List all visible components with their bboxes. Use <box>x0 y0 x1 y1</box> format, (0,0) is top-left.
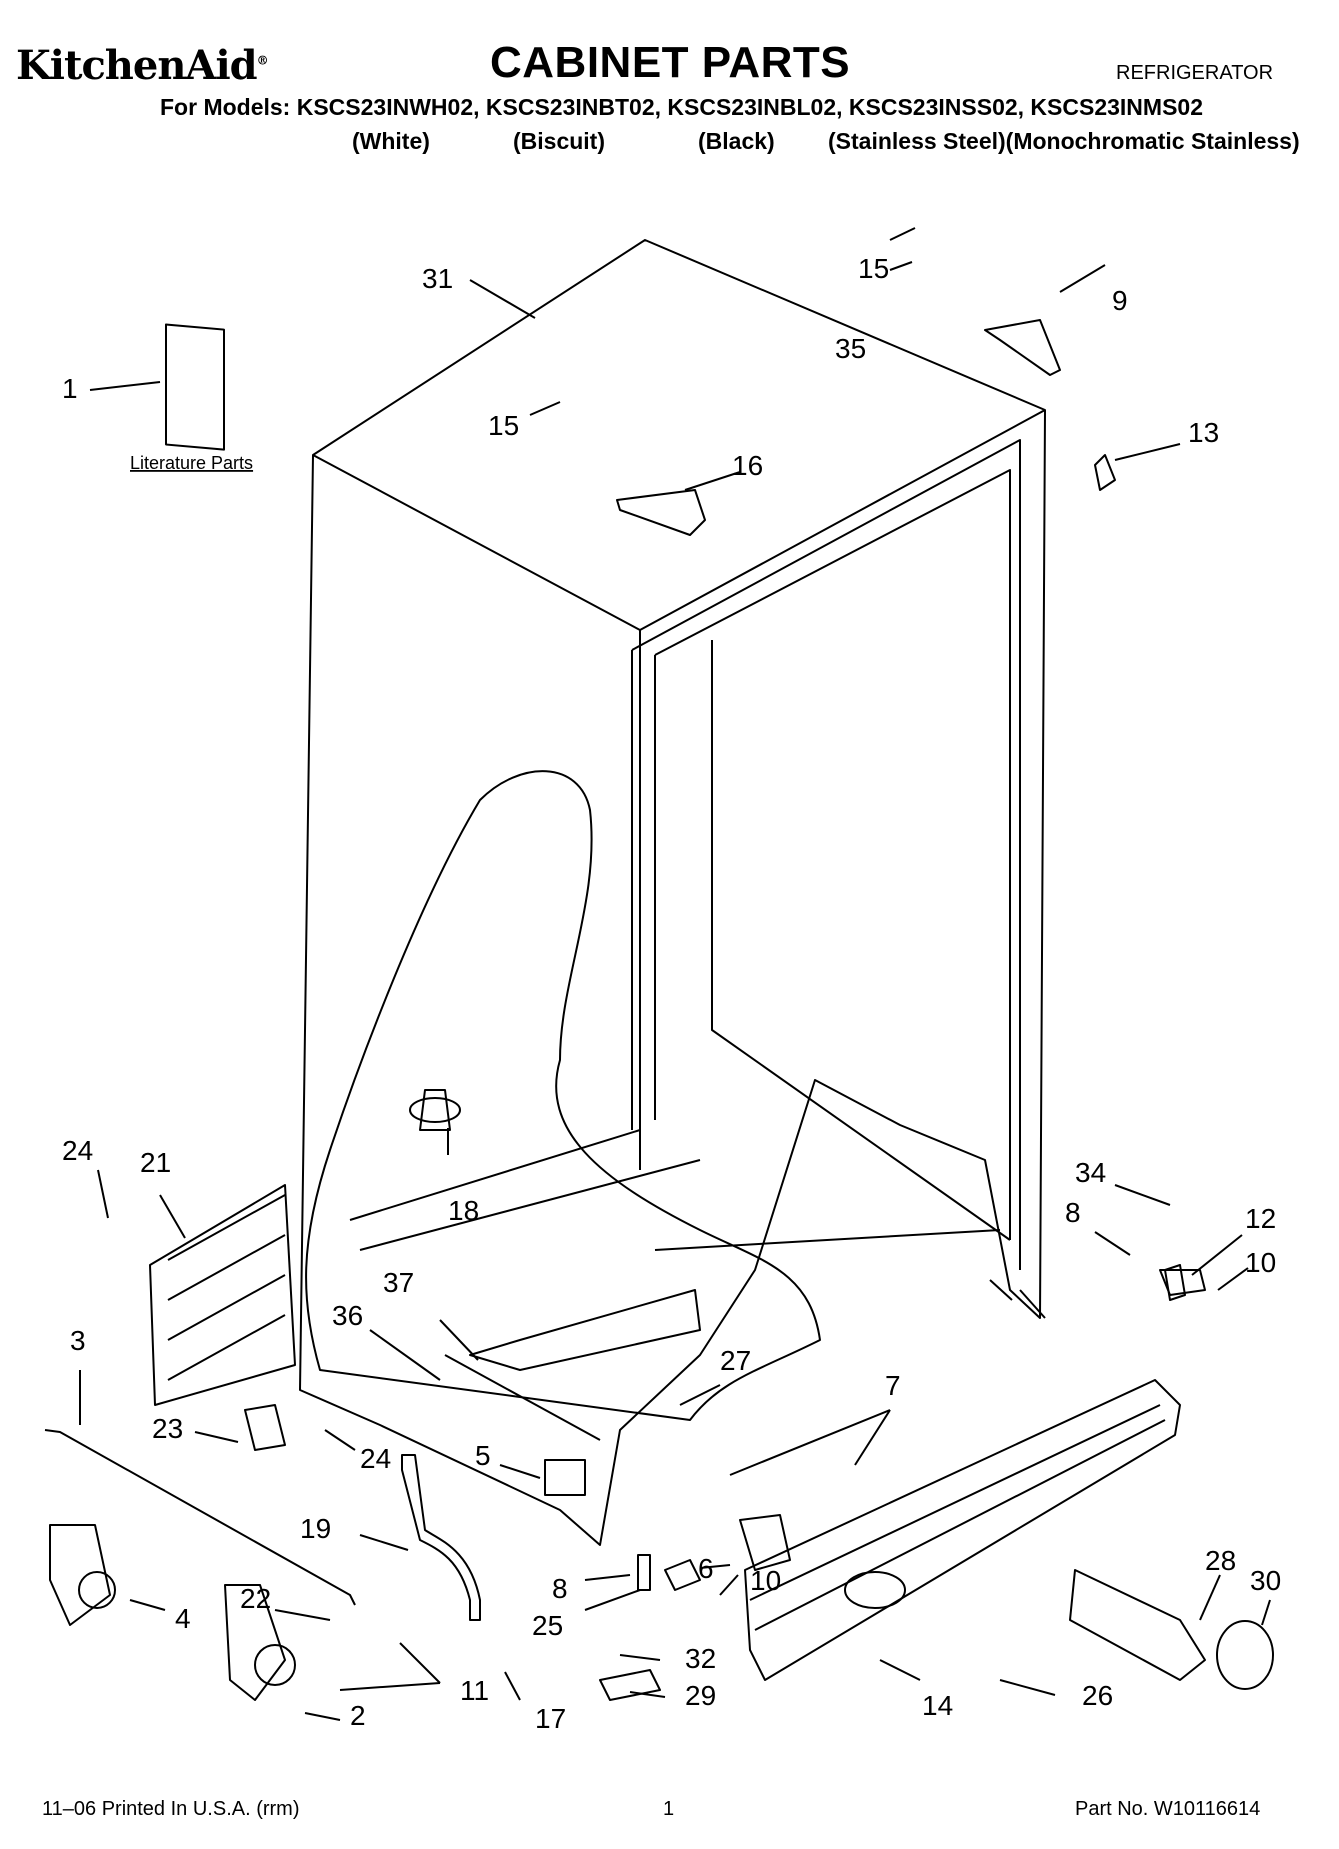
callout-14: 14 <box>922 1690 953 1721</box>
callout-15-mid: 15 <box>488 410 519 441</box>
page-number: 1 <box>663 1798 675 1820</box>
callout-6: 6 <box>698 1553 714 1584</box>
callout-35: 35 <box>835 333 866 364</box>
print-info: 11–06 Printed In U.S.A. (rrm) <box>42 1798 300 1820</box>
appliance-category: REFRIGERATOR <box>1116 62 1274 84</box>
variant-black: (Black) <box>698 128 775 154</box>
callout-8-right: 8 <box>1065 1197 1081 1228</box>
callout-36: 36 <box>332 1300 363 1331</box>
callout-37: 37 <box>383 1267 414 1298</box>
callout-numbers: 1 2 3 4 5 6 7 8 8 9 10 10 11 12 13 14 15… <box>62 253 1281 1734</box>
callout-31: 31 <box>422 263 453 294</box>
callout-17: 17 <box>535 1703 566 1734</box>
callout-18: 18 <box>448 1195 479 1226</box>
water-filter <box>1069 1569 1206 1681</box>
page-title: CABINET PARTS <box>490 38 851 87</box>
callout-27: 27 <box>720 1345 751 1376</box>
registered-mark: ® <box>256 53 269 68</box>
callout-15-top: 15 <box>858 253 889 284</box>
callout-12: 12 <box>1245 1203 1276 1234</box>
callout-9: 9 <box>1112 285 1128 316</box>
callout-25: 25 <box>532 1610 563 1641</box>
callout-16: 16 <box>732 450 763 481</box>
callout-10-bottom: 10 <box>750 1565 781 1596</box>
callout-3: 3 <box>70 1325 86 1356</box>
callout-30: 30 <box>1250 1565 1281 1596</box>
callout-24-bottom: 24 <box>360 1443 391 1474</box>
part-number: Part No. W10116614 <box>1075 1798 1261 1820</box>
cabinet-outline <box>299 239 1046 1546</box>
brand-logo: KitchenAid® <box>16 42 269 89</box>
variant-stainless: (Stainless Steel)(Monochromatic Stainles… <box>828 128 1300 154</box>
callout-21: 21 <box>140 1147 171 1178</box>
callout-32: 32 <box>685 1643 716 1674</box>
cabinet-cutaway <box>305 770 821 1421</box>
callout-24-top: 24 <box>62 1135 93 1166</box>
callout-7: 7 <box>885 1370 901 1401</box>
brand-name: KitchenAid <box>16 42 258 89</box>
callout-8-bottom: 8 <box>552 1573 568 1604</box>
literature-label: Literature Parts <box>130 453 253 473</box>
callout-13: 13 <box>1188 417 1219 448</box>
models-line: For Models: KSCS23INWH02, KSCS23INBT02, … <box>160 94 1203 120</box>
variant-white: (White) <box>352 128 430 154</box>
callout-5: 5 <box>475 1440 491 1471</box>
callout-34: 34 <box>1075 1157 1106 1188</box>
callout-22: 22 <box>240 1583 271 1614</box>
callout-4: 4 <box>175 1603 191 1634</box>
callout-10-right: 10 <box>1245 1247 1276 1278</box>
leveling-rod <box>44 1429 356 1606</box>
callout-28: 28 <box>1205 1545 1236 1576</box>
literature-booklet <box>165 323 225 451</box>
variant-biscuit: (Biscuit) <box>513 128 605 154</box>
callout-19: 19 <box>300 1513 331 1544</box>
callout-23: 23 <box>152 1413 183 1444</box>
toe-grille <box>744 1379 1181 1681</box>
callout-1: 1 <box>62 373 78 404</box>
callout-26: 26 <box>1082 1680 1113 1711</box>
callout-2: 2 <box>350 1700 366 1731</box>
callout-29: 29 <box>685 1680 716 1711</box>
callout-11: 11 <box>460 1675 489 1706</box>
rear-panel <box>149 1184 296 1406</box>
